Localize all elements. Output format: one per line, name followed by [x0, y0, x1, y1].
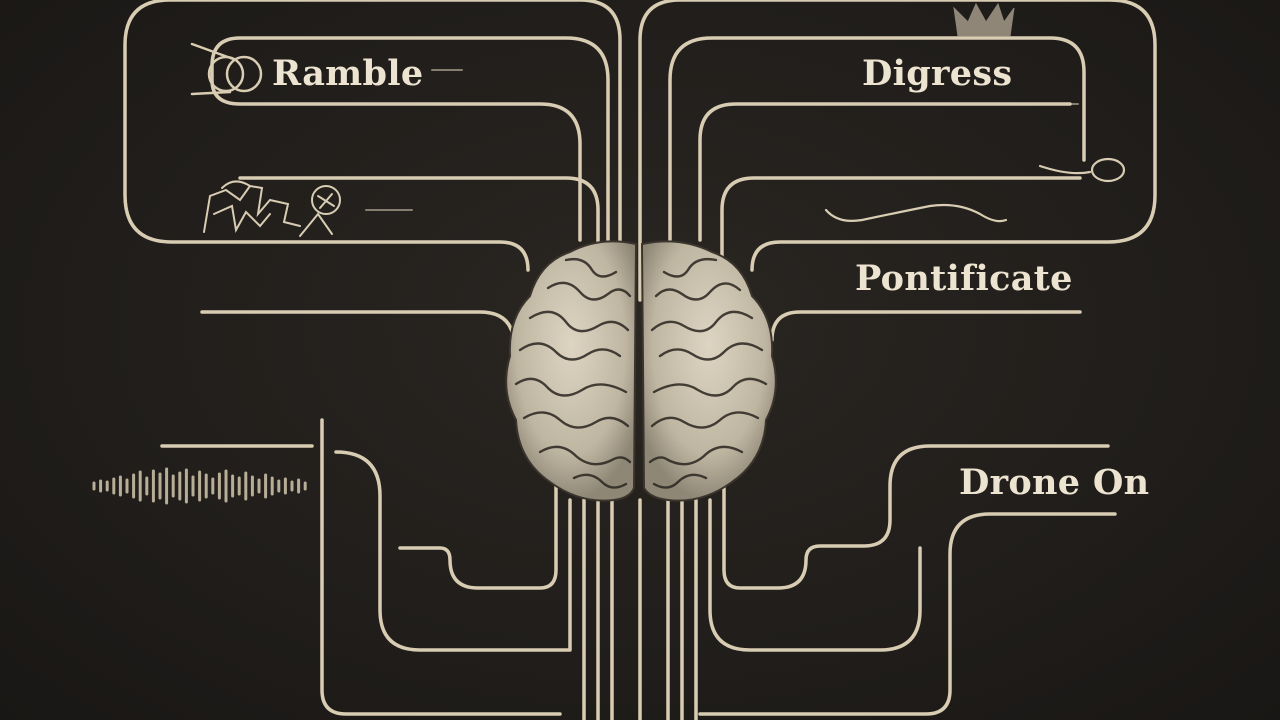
- squiggle-icon: [824, 157, 1126, 223]
- brain-right-hemisphere: [640, 240, 777, 502]
- label-pontificate: Pontificate: [855, 258, 1073, 299]
- wire-right-outer: [638, 0, 1157, 302]
- brain-fold: [658, 342, 764, 361]
- wire-digress: [668, 36, 1086, 302]
- sound-wave-icon: [92, 467, 307, 505]
- brain-fold: [518, 342, 622, 361]
- brain-fold: [528, 310, 630, 333]
- wire-left-outer: [123, 0, 622, 302]
- wire-left-mid: [238, 176, 600, 302]
- brain-left-hemisphere: [505, 240, 638, 502]
- brain-fold: [662, 257, 718, 278]
- label-drone-on: Drone On: [959, 462, 1150, 503]
- crown-icon: [953, 2, 1015, 37]
- knot-icon: [190, 42, 263, 96]
- label-digress: Digress: [862, 53, 1013, 94]
- brain-fold: [572, 473, 628, 489]
- brain-fold: [654, 282, 742, 301]
- wire-left-straight: [200, 310, 516, 348]
- wire-left-bottom-2: [334, 450, 572, 652]
- wire-drone-underline: [698, 512, 1117, 716]
- tangled-scribble-icon: [203, 180, 341, 237]
- brain-fold: [546, 281, 632, 301]
- wire-left-bottom-3: [398, 478, 558, 590]
- brain-fold: [538, 445, 632, 466]
- wire-ramble: [210, 36, 610, 302]
- wire-right-mid: [720, 176, 1082, 302]
- brain-fold: [564, 257, 618, 278]
- brain-icon: [505, 240, 777, 502]
- wire-digress-underline: [698, 102, 1072, 242]
- wire-left-bottom-1: [320, 418, 562, 716]
- brain-fold: [650, 411, 760, 429]
- brain-fold: [652, 473, 708, 489]
- brain-fold: [522, 411, 630, 429]
- brain-fold: [652, 377, 768, 397]
- brain-fold: [514, 377, 628, 397]
- wire-drone-on: [722, 444, 1110, 590]
- label-ramble: Ramble: [272, 53, 424, 94]
- brain-fold: [650, 310, 754, 333]
- wire-pontificate: [770, 310, 1082, 342]
- brain-fold: [648, 445, 744, 466]
- wire-right-bottom-2: [708, 498, 922, 652]
